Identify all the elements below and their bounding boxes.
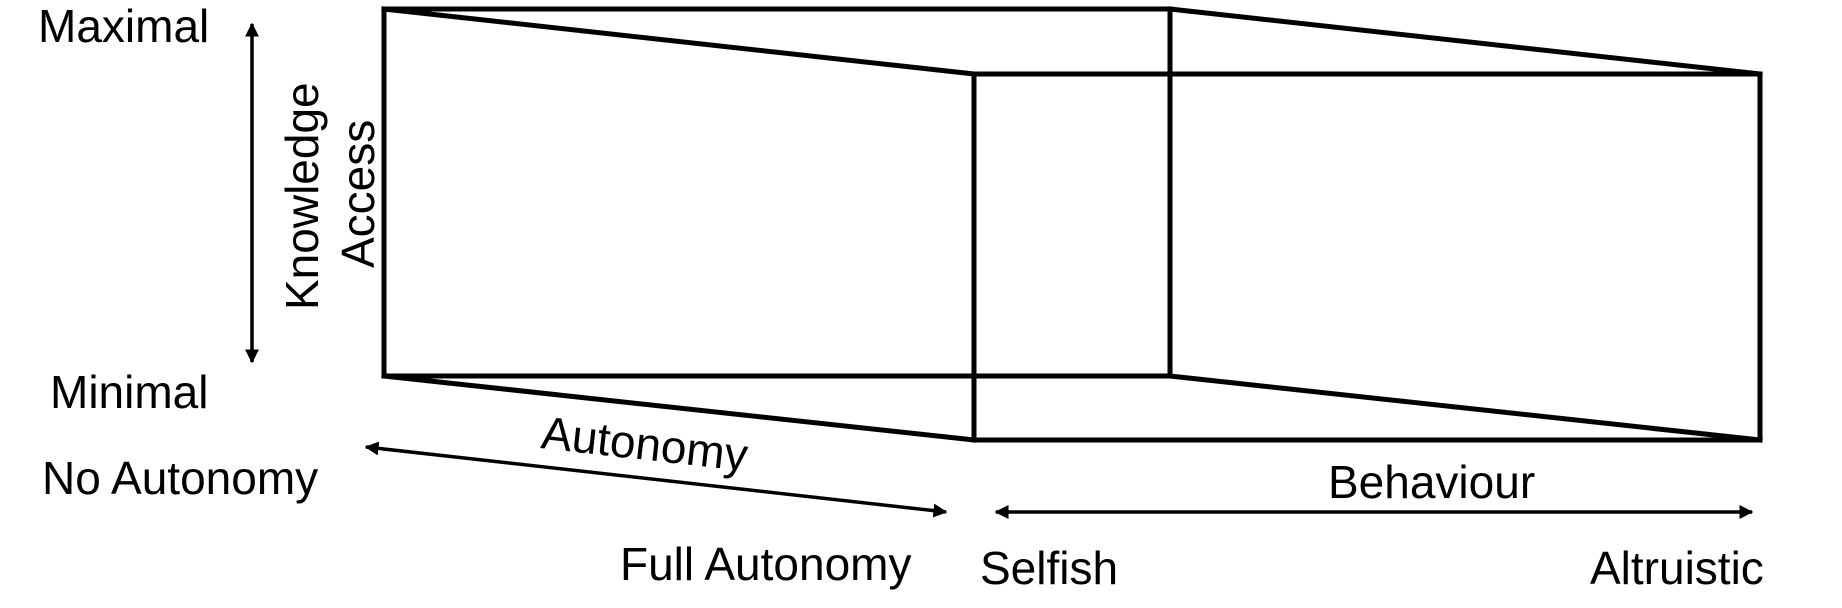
no-autonomy-label: No Autonomy	[42, 452, 318, 504]
edge-bottom-left	[381, 373, 977, 443]
edge-top-left	[381, 6, 977, 77]
edge-bottom-right	[1167, 373, 1763, 443]
back-face	[381, 6, 1173, 379]
maximal-label: Maximal	[38, 0, 209, 52]
behaviour-axis-label: Behaviour	[1328, 456, 1535, 508]
full-autonomy-label: Full Autonomy	[620, 538, 911, 590]
box-edges	[381, 6, 1763, 443]
knowledge-axis-label: Knowledge	[276, 82, 328, 310]
minimal-label: Minimal	[50, 366, 208, 418]
selfish-label: Selfish	[980, 542, 1118, 594]
front-face	[971, 71, 1763, 443]
altruistic-label: Altruistic	[1590, 542, 1764, 594]
autonomy-arrow	[364, 441, 948, 518]
edge-top-right	[1167, 6, 1763, 77]
access-axis-label: Access	[332, 120, 384, 268]
